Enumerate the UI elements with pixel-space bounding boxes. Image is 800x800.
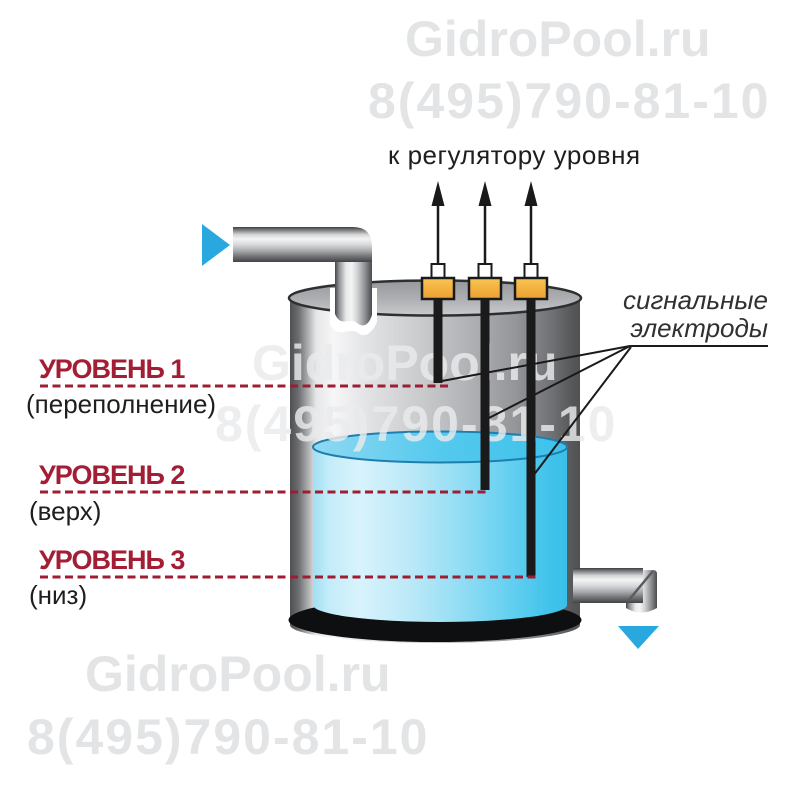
watermark-site-bottom: GidroPool.ru <box>85 646 391 702</box>
level-3-desc: (низ) <box>29 580 88 610</box>
pointer-line-1 <box>441 345 631 382</box>
level-2-name: УРОВЕНЬ 2 <box>39 460 185 490</box>
electrode-pointer-lines <box>441 345 768 477</box>
watermark-site-middle: GidroPool.ru <box>252 335 558 391</box>
pointer-line-2 <box>486 345 631 420</box>
electrode-terminals <box>420 263 549 301</box>
signal-electrodes-label-line1: сигнальные <box>623 285 768 315</box>
terminal-block-2 <box>467 276 503 301</box>
level-2-desc: (верх) <box>29 496 102 526</box>
level-lines <box>40 384 540 579</box>
outlet-pipe-horizontal <box>573 568 643 603</box>
electrode-rod-1 <box>433 296 443 383</box>
electrode-rod-2 <box>480 296 490 490</box>
inlet-flow-arrow-icon <box>202 224 230 266</box>
watermark-phone-middle: 8(495)790-81-10 <box>215 396 618 452</box>
level-1-desc: (переполнение) <box>26 389 217 419</box>
watermark-phone-bottom: 8(495)790-81-10 <box>27 709 430 765</box>
regulator-wires <box>431 181 538 268</box>
level-1-name: УРОВЕНЬ 1 <box>39 354 185 384</box>
signal-electrodes-label-line2: электроды <box>630 313 768 343</box>
terminal-block-3 <box>513 276 549 301</box>
wire-arrow-up-icon-1 <box>431 181 445 206</box>
pointer-line-3 <box>532 346 632 477</box>
water-surface <box>312 430 568 464</box>
inlet-pipe-vertical <box>335 250 372 326</box>
electrode-rod-3 <box>526 296 536 577</box>
level-3-name: УРОВЕНЬ 3 <box>39 545 185 575</box>
watermark-site-top: GidroPool.ru <box>405 11 711 67</box>
wire-arrow-up-icon-3 <box>524 181 538 206</box>
to-regulator-label: к регулятору уровня <box>388 140 641 170</box>
terminal-block-1 <box>420 276 456 301</box>
watermark-phone-top: 8(495)790-81-10 <box>368 73 771 129</box>
inlet-pipe-horizontal <box>233 227 372 262</box>
outlet-pipe-miter-line <box>627 570 654 602</box>
outlet-flow-arrow-icon <box>618 626 659 649</box>
signal-electrodes-label: сигнальные электроды <box>600 286 768 342</box>
wire-arrow-up-icon-2 <box>478 181 492 206</box>
